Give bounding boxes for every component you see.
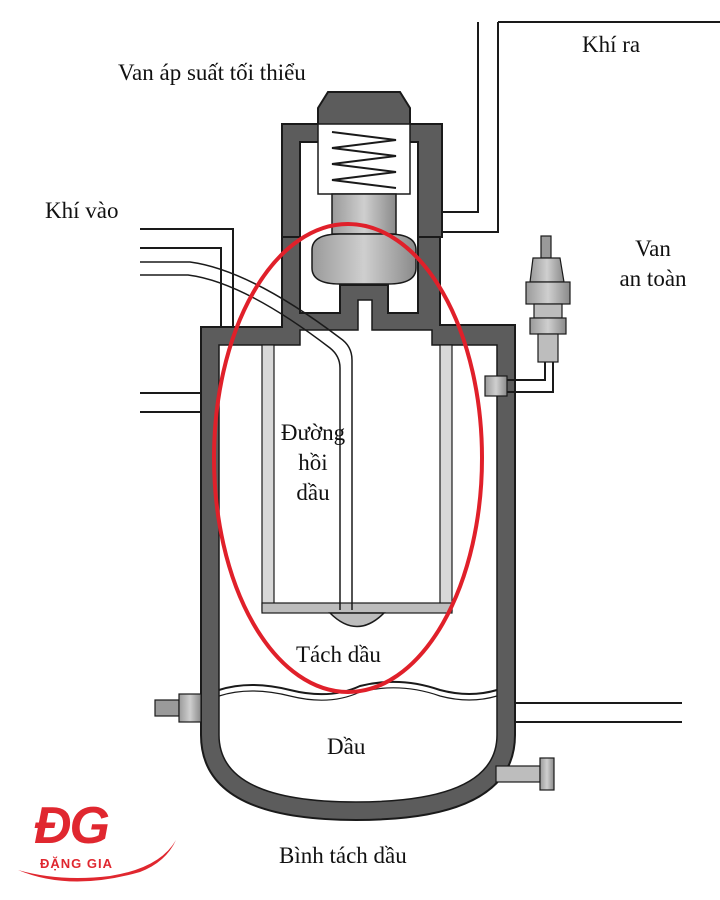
highlight-ellipse (212, 222, 484, 694)
label-safety-valve-line2: an toàn (619, 266, 687, 291)
left-fitting (154, 693, 202, 723)
safety-valve (484, 235, 571, 397)
outlet-pipe (442, 21, 720, 233)
logo-monogram: ĐG (34, 797, 110, 855)
label-oil-return-line1: Đường (280, 420, 346, 445)
label-oil-separation: Tách dầu (296, 642, 381, 667)
label-safety-valve: Van an toàn (608, 234, 698, 294)
valve-piston (331, 193, 397, 235)
label-safety-valve-line1: Van (635, 236, 671, 261)
left-side-line (140, 392, 205, 413)
valve-spring (331, 131, 397, 189)
label-gas-out: Khí ra (582, 32, 641, 57)
separator-element (261, 344, 453, 628)
logo-name: ĐẶNG GIA (40, 856, 113, 871)
oil-level-line (218, 680, 498, 696)
logo-mark (18, 840, 176, 882)
label-oil-return-line3: dầu (296, 480, 330, 505)
label-oil-return-line2: hồi (298, 450, 328, 475)
label-min-pressure-valve: Van áp suất tối thiểu (118, 60, 306, 85)
label-oil-return: Đường hồi dầu (268, 418, 358, 508)
right-lower-pipe (500, 702, 682, 723)
label-gas-in: Khí vào (45, 198, 119, 223)
oil-return-tube (140, 261, 353, 610)
inlet-pipe (140, 228, 234, 330)
tank-interior (218, 299, 498, 803)
label-tank: Bình tách dầu (279, 843, 407, 868)
drain-fitting (495, 757, 555, 791)
label-oil: Dầu (327, 734, 366, 759)
valve-disc (311, 233, 417, 285)
